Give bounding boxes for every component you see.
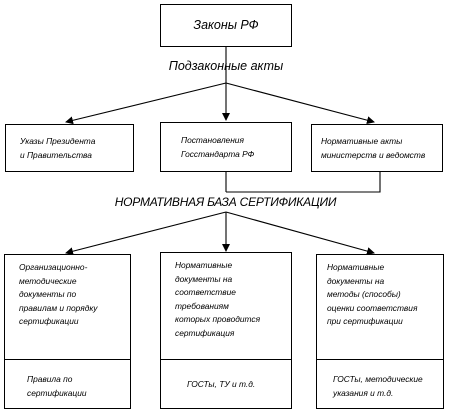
box-metody-top-text: Нормативные документы на методы (способы… (327, 261, 417, 329)
text-line: министерств и ведомств (321, 150, 426, 160)
box-org-method: Организационно- методические документы п… (4, 254, 131, 409)
box-org-method-bottom-text: Правила по сертификации (27, 372, 87, 400)
text-line: требованиям (175, 300, 229, 311)
arrow-to-org-method (65, 211, 227, 256)
text-line: ГОСТы, методические (333, 374, 423, 384)
box-ukazy-text: Указы Президента и Правительства (20, 134, 95, 162)
text-line: правилам и порядку (19, 302, 98, 313)
text-line: Нормативные акты (321, 136, 403, 146)
text-line: которых проводится (175, 314, 261, 324)
title-normativnaya-baza: НОРМАТИВНАЯ БАЗА СЕРТИФИКАЦИИ (114, 195, 337, 209)
text-line: Постановления (181, 135, 244, 145)
divider (161, 359, 291, 360)
text-line: соответствие (175, 287, 236, 297)
box-postanovleniya: Постановления Госстандарта РФ (160, 122, 292, 172)
text-line: указания и т.д. (333, 388, 394, 398)
text-line: сертификации (19, 316, 79, 326)
box-zakony-rf: Законы РФ (160, 4, 292, 47)
box-zakony-rf-label: Законы РФ (193, 18, 259, 32)
text-line: документы на (327, 275, 385, 286)
connector-right-bracket (226, 172, 381, 193)
text-line: методы (способы) (327, 289, 401, 299)
text-line: Организационно- (19, 262, 88, 272)
text-line: оценки соответствия (327, 302, 418, 313)
text-line: Правила по (27, 374, 73, 384)
box-org-method-top-text: Организационно- методические документы п… (19, 261, 97, 329)
box-normativnye-doc-top-text: Нормативные документы на соответствие тр… (175, 259, 260, 340)
text-line: документы по (19, 289, 77, 299)
box-normativnye-doc: Нормативные документы на соответствие тр… (160, 252, 292, 409)
text-line: методические (19, 275, 77, 286)
box-normativnye-akty: Нормативные акты министерств и ведомств (311, 124, 443, 172)
box-normativnye-doc-bottom-text: ГОСТы, ТУ и т.д. (187, 377, 255, 391)
text-line: Нормативные (327, 262, 385, 272)
box-ukazy: Указы Президента и Правительства (5, 124, 134, 172)
arrow-to-normativnye-akty (225, 82, 375, 125)
text-line: сертификации (27, 388, 87, 398)
box-metody-bottom-text: ГОСТы, методические указания и т.д. (333, 372, 423, 400)
subtitle-podzakonnye-akty: Подзаконные акты (168, 59, 284, 73)
text-line: Указы Президента (20, 136, 96, 146)
box-postanovleniya-text: Постановления Госстандарта РФ (181, 133, 254, 161)
divider (5, 359, 130, 360)
divider (317, 359, 443, 360)
text-line: ГОСТы, ТУ и т.д. (187, 379, 256, 389)
text-line: при сертификации (327, 316, 403, 326)
text-line: документы на (175, 273, 233, 284)
text-line: сертификация (175, 327, 235, 338)
text-line: Нормативные (175, 260, 233, 270)
box-normativnye-akty-text: Нормативные акты министерств и ведомств (321, 134, 425, 162)
box-metody: Нормативные документы на методы (способы… (316, 254, 444, 409)
text-line: Госстандарта РФ (181, 149, 255, 159)
text-line: и Правительства (20, 150, 92, 160)
arrow-to-ukazy (65, 82, 227, 125)
arrow-to-metody (225, 211, 375, 255)
